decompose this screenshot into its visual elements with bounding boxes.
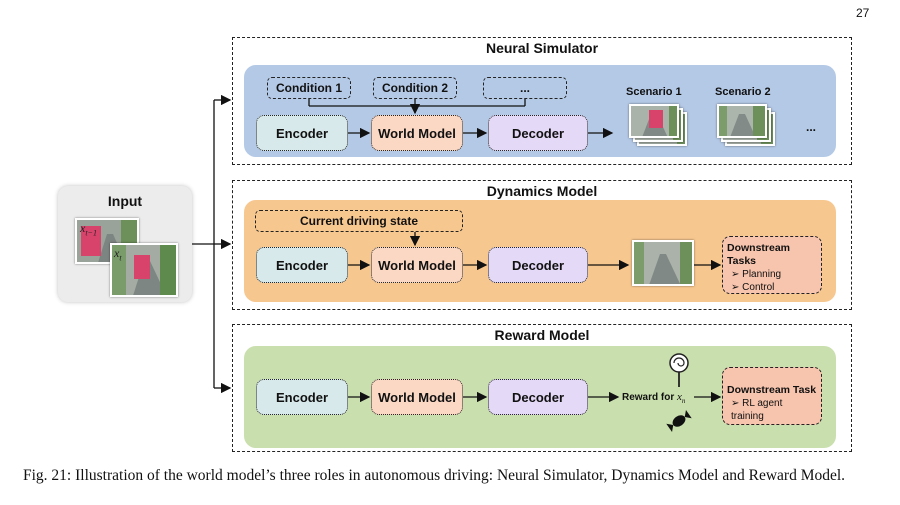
frame-cur-var: x — [114, 246, 120, 260]
dm-encoder: Encoder — [256, 247, 348, 283]
road-scene-image — [77, 220, 137, 262]
candy-icon — [666, 410, 692, 432]
input-title: Input — [107, 193, 143, 209]
dm-world-model: World Model — [371, 247, 463, 283]
reward-var: x — [677, 391, 682, 403]
dynamics-model-section — [232, 180, 852, 310]
condition-more: ... — [483, 77, 567, 99]
figure-caption: Fig. 21: Illustration of the world model… — [23, 467, 846, 484]
lollipop-icon-svg — [669, 353, 689, 387]
road-scene-image — [112, 245, 176, 295]
candy-icon-svg — [666, 410, 692, 432]
road-scene-image — [631, 106, 677, 136]
dm-decoder: Decoder — [488, 247, 588, 283]
frame-prev-var: x — [80, 221, 86, 235]
dm-predicted-frame — [632, 240, 694, 286]
page-number: 27 — [856, 6, 870, 20]
rm-downstream-task: Downstream Task ➢ RL agent training — [722, 367, 822, 425]
dynamics-model-title: Dynamics Model — [486, 183, 598, 199]
dm-task-control: ➢ Control — [731, 282, 775, 293]
reward-text: Reward for — [622, 392, 678, 403]
neural-simulator-title: Neural Simulator — [485, 40, 599, 56]
scenario-1-image — [629, 104, 679, 138]
road-scene-image — [634, 242, 692, 284]
rm-task-title: Downstream Task — [727, 384, 817, 396]
input-frame-previous — [75, 218, 139, 264]
dm-downstream-tasks: Downstream Tasks ➢ Planning ➢ Control — [722, 236, 822, 294]
condition-2: Condition 2 — [373, 77, 457, 99]
neural-simulator-section — [232, 37, 852, 165]
scenario-2-label: Scenario 2 — [715, 86, 771, 98]
dm-tasks-title: Downstream Tasks — [727, 242, 791, 267]
input-frame-current — [110, 243, 178, 297]
rm-task-rl: ➢ RL agent training — [731, 398, 783, 422]
dm-task-planning: ➢ Planning — [731, 269, 782, 280]
scenario-2-image — [717, 104, 767, 138]
reward-sub: n — [681, 397, 686, 405]
scenario-1-label: Scenario 1 — [626, 86, 682, 98]
rm-encoder: Encoder — [256, 379, 348, 415]
road-scene-image — [719, 106, 765, 136]
frame-cur-sub: t — [119, 253, 122, 263]
condition-1: Condition 1 — [267, 77, 351, 99]
frame-prev-sub: t−1 — [85, 228, 97, 238]
lollipop-icon — [665, 352, 693, 388]
reward-label: Reward for xn — [622, 391, 685, 405]
rm-world-model: World Model — [371, 379, 463, 415]
ns-encoder: Encoder — [256, 115, 348, 151]
scenario-more: ... — [806, 120, 817, 134]
rm-decoder: Decoder — [488, 379, 588, 415]
input-frame-previous-label: xt−1 — [80, 221, 97, 237]
ns-decoder: Decoder — [488, 115, 588, 151]
input-frame-current-label: xt — [114, 246, 122, 262]
reward-model-title: Reward Model — [494, 327, 590, 343]
reward-model-section — [232, 324, 852, 452]
ns-world-model: World Model — [371, 115, 463, 151]
current-driving-state: Current driving state — [255, 210, 463, 232]
